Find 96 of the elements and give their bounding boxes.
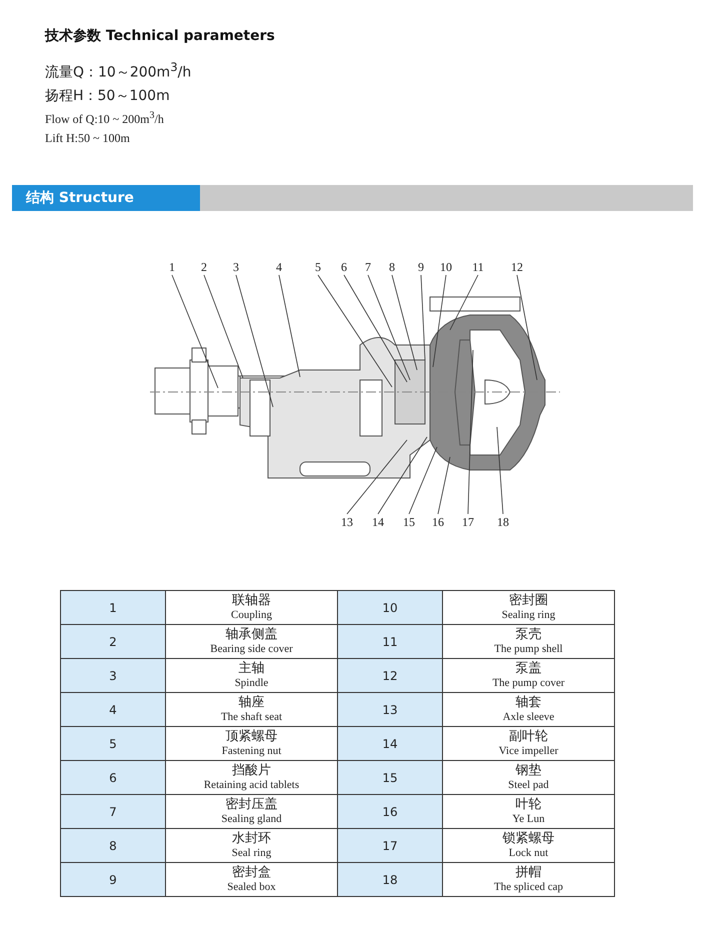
callout-number: 11 bbox=[470, 261, 486, 273]
leader-line bbox=[450, 274, 478, 330]
part-name: 副叶轮 bbox=[508, 728, 549, 744]
part-name: 锁紧螺母 bbox=[502, 830, 556, 846]
callout-number: 15 bbox=[401, 516, 417, 528]
part-name-english: Ye Lun bbox=[511, 812, 546, 826]
part-number: 10 bbox=[338, 590, 442, 624]
part-name: 挡酸片 bbox=[231, 762, 272, 778]
part-name: 叶轮 bbox=[514, 796, 542, 812]
part-number: 1 bbox=[60, 590, 166, 624]
part-name-english: Coupling bbox=[230, 608, 273, 622]
part-name: 主轴 bbox=[238, 660, 266, 676]
part-number: 11 bbox=[338, 624, 442, 658]
part-number: 14 bbox=[338, 726, 442, 760]
parameter-text: Lift H:50 ~ 100m bbox=[45, 131, 130, 146]
part-name-english: The pump shell bbox=[493, 642, 564, 656]
part-name-english: Lock nut bbox=[508, 846, 550, 860]
leader-line bbox=[408, 446, 438, 514]
leader-line bbox=[516, 274, 538, 380]
leader-line bbox=[344, 274, 408, 382]
part-name: 钢垫 bbox=[514, 762, 542, 778]
part-name: 拼帽 bbox=[514, 864, 542, 880]
part-name: 轴承侧盖 bbox=[224, 626, 278, 642]
leader-line bbox=[278, 274, 300, 378]
leader-line bbox=[318, 274, 392, 388]
part-number: 16 bbox=[338, 794, 442, 828]
part-number: 4 bbox=[60, 692, 166, 726]
part-name-english: Vice impeller bbox=[498, 744, 560, 758]
callout-number: 7 bbox=[360, 261, 376, 273]
leader-line bbox=[420, 274, 426, 360]
parameter-text: 扬程H：50～100m bbox=[45, 87, 170, 105]
leader-line bbox=[468, 350, 474, 514]
part-name-english: Retaining acid tablets bbox=[202, 778, 300, 792]
callout-number: 14 bbox=[370, 516, 386, 528]
callout-number: 18 bbox=[495, 516, 511, 528]
part-number: 8 bbox=[60, 828, 166, 862]
callout-number: 2 bbox=[196, 261, 212, 273]
part-number: 9 bbox=[60, 862, 166, 896]
part-name: 轴座 bbox=[238, 694, 266, 710]
callout-number: 4 bbox=[271, 261, 287, 273]
leader-line bbox=[438, 456, 450, 514]
callout-number: 1 bbox=[164, 261, 180, 273]
callout-number: 10 bbox=[438, 261, 454, 273]
part-name: 密封圈 bbox=[508, 592, 549, 608]
part-number: 6 bbox=[60, 760, 166, 794]
leader-line bbox=[496, 426, 504, 514]
part-number: 15 bbox=[338, 760, 442, 794]
part-name-english: Fastening nut bbox=[220, 744, 282, 758]
part-number: 7 bbox=[60, 794, 166, 828]
part-name-english: Sealing ring bbox=[500, 608, 556, 622]
leader-line bbox=[204, 274, 244, 378]
parameter-text: 流量Q：10～200m$^{3}$/h bbox=[45, 60, 192, 82]
part-number: 5 bbox=[60, 726, 166, 760]
leader-line bbox=[368, 274, 410, 380]
part-name: 密封盒 bbox=[231, 864, 272, 880]
part-name-english: Steel pad bbox=[507, 778, 550, 792]
callout-number: 16 bbox=[430, 516, 446, 528]
part-number: 17 bbox=[338, 828, 442, 862]
part-name: 泵壳 bbox=[514, 626, 542, 642]
part-name: 轴套 bbox=[514, 694, 542, 710]
callout-number: 17 bbox=[460, 516, 476, 528]
heading: 技术参数 Technical parameters bbox=[45, 27, 275, 45]
leader-line bbox=[346, 440, 408, 514]
part-name-english: Spindle bbox=[234, 676, 270, 690]
part-name-english: The spliced cap bbox=[492, 880, 564, 894]
callout-number: 9 bbox=[413, 261, 429, 273]
callout-number: 6 bbox=[336, 261, 352, 273]
part-number: 18 bbox=[338, 862, 442, 896]
callout-number: 3 bbox=[228, 261, 244, 273]
part-name: 泵盖 bbox=[514, 660, 542, 676]
part-name-english: Sealed box bbox=[226, 880, 277, 894]
part-name: 顶紧螺母 bbox=[224, 728, 278, 744]
part-name-english: The shaft seat bbox=[220, 710, 284, 724]
callout-number: 13 bbox=[339, 516, 355, 528]
part-number: 3 bbox=[60, 658, 166, 692]
part-number: 2 bbox=[60, 624, 166, 658]
part-name-english: Sealing gland bbox=[220, 812, 283, 826]
part-name-english: Bearing side cover bbox=[209, 642, 294, 656]
part-name: 水封环 bbox=[231, 830, 272, 846]
leader-line bbox=[236, 274, 274, 408]
part-name-english: The pump cover bbox=[491, 676, 566, 690]
section-heading-bar: 结构 Structure bbox=[12, 185, 693, 211]
part-number: 12 bbox=[338, 658, 442, 692]
part-number: 13 bbox=[338, 692, 442, 726]
leader-line bbox=[432, 274, 446, 368]
part-name: 联轴器 bbox=[231, 592, 272, 608]
leader-line bbox=[378, 436, 428, 514]
part-name-english: Axle sleeve bbox=[502, 710, 556, 724]
callout-number: 5 bbox=[310, 261, 326, 273]
callout-number: 12 bbox=[509, 261, 525, 273]
callout-number: 8 bbox=[384, 261, 400, 273]
part-name-english: Seal ring bbox=[230, 846, 272, 860]
leader-line bbox=[172, 274, 218, 388]
leader-line bbox=[392, 274, 418, 370]
part-name: 密封压盖 bbox=[224, 796, 278, 812]
parameter-text: Flow of Q:10 ~ 200m$^{3}$/h bbox=[45, 110, 164, 127]
